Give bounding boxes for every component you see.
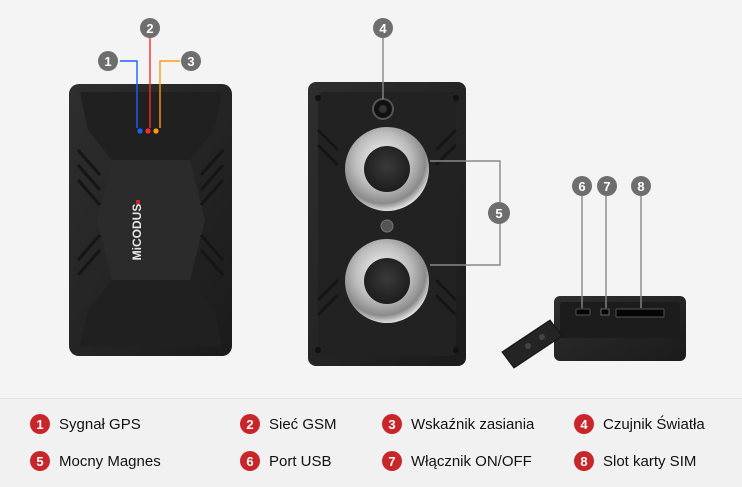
legend-badge: 8 [574, 451, 594, 471]
led-red [145, 128, 151, 134]
device-back [308, 82, 466, 366]
legend-badge: 3 [382, 414, 402, 434]
power-switch [600, 308, 610, 316]
callout-2-num: 2 [146, 21, 153, 36]
legend-badge: 5 [30, 451, 50, 471]
device-side [501, 296, 686, 369]
usb-port [575, 308, 591, 316]
magnet-bottom [345, 239, 429, 323]
callout-4-num: 4 [379, 21, 387, 36]
led-blue [137, 128, 143, 134]
leader-lines [120, 36, 642, 308]
callout-7-num: 7 [603, 179, 610, 194]
callout-3: 3 [181, 51, 201, 71]
callout-5: 5 [488, 202, 510, 224]
device-front: MiCODUS [69, 84, 232, 356]
legend-item-gps-signal: 1 Sygnał GPS [30, 414, 141, 434]
legend-label: Slot karty SIM [603, 452, 697, 470]
legend-item-gsm-network: 2 Sieć GSM [240, 414, 337, 434]
legend-item-light-sensor: 4 Czujnik Światła [574, 414, 705, 434]
callout-8-num: 8 [637, 179, 644, 194]
callout-3-num: 3 [187, 54, 194, 69]
legend-item-sim-slot: 8 Slot karty SIM [574, 451, 696, 471]
callout-6-num: 6 [578, 179, 585, 194]
legend-badge: 4 [574, 414, 594, 434]
legend-badge: 2 [240, 414, 260, 434]
callout-6: 6 [572, 176, 592, 196]
legend-label: Włącznik ON/OFF [411, 452, 532, 470]
brand-logo-text: MiCODUS [130, 204, 144, 261]
legend-label: Wskaźnik zasiania [411, 415, 535, 433]
legend-item-power-switch: 7 Włącznik ON/OFF [382, 451, 532, 471]
callout-4: 4 [373, 18, 393, 38]
legend-label: Czujnik Światła [603, 415, 705, 433]
brand-logo: MiCODUS [130, 204, 144, 261]
sim-slot [615, 308, 665, 318]
led-orange [153, 128, 159, 134]
callout-7: 7 [597, 176, 617, 196]
legend-badge: 1 [30, 414, 50, 434]
legend-label: Sygnał GPS [59, 415, 141, 433]
legend-item-power-indicator: 3 Wskaźnik zasiania [382, 414, 534, 434]
callout-8: 8 [631, 176, 651, 196]
legend-badge: 7 [382, 451, 402, 471]
magnet-top [345, 127, 429, 211]
legend-label: Sieć GSM [269, 415, 337, 433]
feature-legend: 1 Sygnał GPS 2 Sieć GSM 3 Wskaźnik zasia… [0, 398, 742, 487]
legend-item-strong-magnet: 5 Mocny Magnes [30, 451, 161, 471]
legend-label: Port USB [269, 452, 332, 470]
legend-item-usb-port: 6 Port USB [240, 451, 332, 471]
callout-5-num: 5 [495, 206, 502, 221]
callout-2: 2 [140, 18, 160, 38]
callout-1: 1 [98, 51, 118, 71]
callout-1-num: 1 [104, 54, 111, 69]
legend-badge: 6 [240, 451, 260, 471]
legend-label: Mocny Magnes [59, 452, 161, 470]
